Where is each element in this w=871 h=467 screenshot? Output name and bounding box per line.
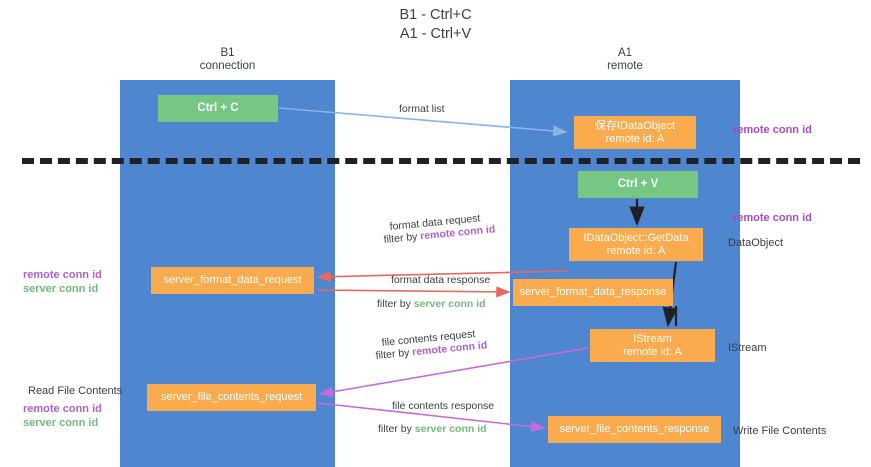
- edge-format-data-response: [317, 286, 511, 298]
- title-line-2: A1 - Ctrl+V: [399, 26, 472, 42]
- node-server-format-data-response[interactable]: server_format_data_response: [513, 279, 673, 306]
- filter-key-server-conn-id: server conn id: [414, 423, 487, 435]
- annotation-write-file-contents-text: Write File Contents: [733, 425, 827, 437]
- node-ctrl-c[interactable]: Ctrl + C: [158, 95, 278, 122]
- node-ctrl-v[interactable]: Ctrl + V: [578, 171, 698, 198]
- edge-label-format-data-response-filter: filter by server conn id: [377, 297, 486, 311]
- node-idataobject-getdata[interactable]: IDataObject::GetData remote id: A: [569, 228, 703, 261]
- node-istream[interactable]: IStream remote id: A: [590, 329, 715, 362]
- node-server-format-data-request-label: server_format_data_request: [163, 274, 302, 286]
- column-header-b1: B1 connection: [120, 47, 335, 73]
- node-ctrl-c-label: Ctrl + C: [197, 102, 239, 114]
- column-header-a1-role: remote: [607, 60, 643, 72]
- node-getdata-line1: IDataObject::GetData: [583, 231, 689, 244]
- annotation-remote-conn-id-text: remote conn id: [733, 212, 812, 224]
- filter-prefix: filter by: [377, 298, 414, 310]
- edge-label-file-contents-response-filter: filter by server conn id: [378, 422, 487, 436]
- filter-prefix: filter by: [378, 423, 415, 435]
- column-header-b1-role: connection: [199, 60, 256, 72]
- edge-label-file-contents-response: file contents response: [392, 399, 494, 413]
- node-istream-line2: remote id: A: [623, 345, 682, 358]
- node-server-format-data-request[interactable]: server_format_data_request: [151, 267, 314, 294]
- node-istream-line1: IStream: [633, 332, 672, 345]
- annotation-read-file-contents-text: Read File Contents: [28, 385, 123, 397]
- annotation-remote-conn-id-text: remote conn id: [733, 124, 812, 136]
- filter-prefix: filter by: [383, 230, 421, 246]
- annotation-left-conn-ids-top: remote conn id server conn id: [23, 268, 102, 296]
- annotation-right-remote-conn-id-top: remote conn id: [733, 123, 812, 137]
- edge-label-format-list: format list: [399, 102, 445, 116]
- annotation-remote-conn-id-text: remote conn id: [23, 269, 102, 281]
- annotation-read-file-contents: Read File Contents: [28, 384, 122, 398]
- annotation-right-remote-conn-id-mid: remote conn id: [733, 211, 812, 225]
- annotation-istream-text: IStream: [728, 342, 767, 354]
- clipboard-phase-divider: [22, 158, 860, 164]
- diagram-title: B1 - Ctrl+C A1 - Ctrl+V: [0, 6, 871, 44]
- node-getdata-line2: remote id: A: [606, 244, 666, 257]
- annotation-server-conn-id-text: server conn id: [23, 283, 99, 295]
- node-server-file-contents-response-label: server_file_contents_response: [559, 423, 710, 435]
- column-header-a1: A1 remote: [510, 47, 740, 73]
- node-server-file-contents-request[interactable]: server_file_contents_request: [147, 384, 316, 411]
- node-save-idataobject[interactable]: 保存IDataObject remote id: A: [574, 116, 696, 149]
- node-server-file-contents-request-label: server_file_contents_request: [160, 391, 303, 403]
- filter-key-server-conn-id: server conn id: [413, 298, 486, 310]
- node-server-file-contents-response[interactable]: server_file_contents_response: [548, 416, 721, 443]
- node-server-format-data-response-label: server_format_data_response: [519, 286, 667, 298]
- annotation-server-conn-id-text: server conn id: [23, 417, 99, 429]
- node-save-idataobject-line1: 保存IDataObject: [594, 119, 676, 132]
- column-header-b1-name: B1: [220, 47, 235, 59]
- column-header-a1-name: A1: [617, 47, 633, 59]
- annotation-write-file-contents: Write File Contents: [733, 424, 826, 438]
- edge-label-format-data-response-text: format data response: [391, 274, 491, 286]
- title-line-1: B1 - Ctrl+C: [399, 7, 472, 23]
- node-ctrl-v-label: Ctrl + V: [617, 178, 659, 190]
- edge-label-file-contents-response-text: file contents response: [392, 400, 495, 412]
- annotation-left-conn-ids-bottom: remote conn id server conn id: [23, 402, 102, 430]
- annotation-dataobject: DataObject: [728, 236, 783, 250]
- annotation-remote-conn-id-text: remote conn id: [23, 403, 102, 415]
- annotation-istream: IStream: [728, 341, 767, 355]
- filter-prefix: filter by: [375, 346, 413, 362]
- edge-label-format-list-text: format list: [399, 103, 445, 115]
- edge-label-format-data-response: format data response: [391, 273, 490, 287]
- annotation-dataobject-text: DataObject: [728, 237, 784, 249]
- node-save-idataobject-line2: remote id: A: [605, 132, 665, 145]
